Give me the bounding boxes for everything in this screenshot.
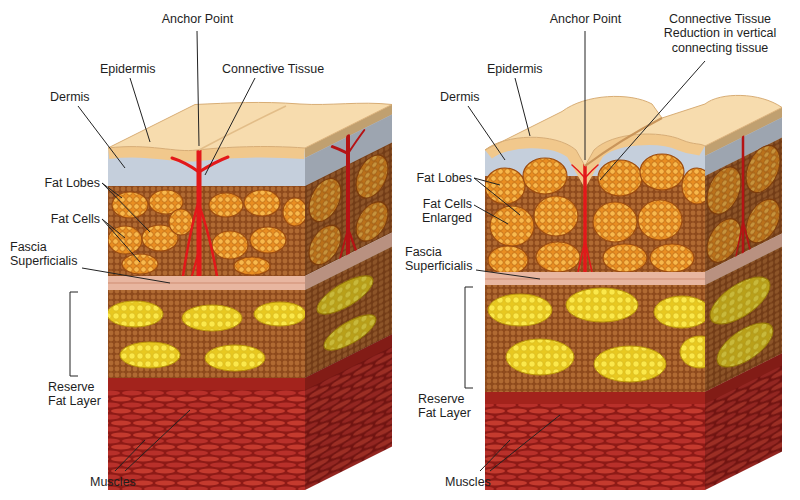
part-label: Fat Lobes	[395, 171, 472, 185]
part-label: Fascia Superficialis	[405, 245, 495, 274]
right-anchor-groove	[585, 118, 662, 166]
part-label: Fascia Superficialis	[10, 240, 100, 269]
leader-lines	[70, 31, 705, 471]
part-label: Muscles	[90, 475, 160, 489]
left-side-face	[305, 105, 392, 491]
part-label: Dermis	[440, 90, 500, 104]
right-skin-surface	[485, 95, 782, 166]
part-label: Fat Cells Enlarged	[395, 197, 472, 226]
part-label: Fat Cells	[20, 212, 100, 226]
part-label: Dermis	[50, 90, 110, 104]
part-label: Fat Lobes	[20, 176, 100, 190]
part-label: Reserve Fat Layer	[48, 380, 106, 409]
right-front-face	[480, 120, 720, 490]
part-label: Anchor Point	[140, 12, 255, 26]
left-front-face	[100, 130, 310, 490]
left-anchor-line	[199, 106, 286, 150]
part-label: Muscles	[445, 475, 515, 489]
part-label: Reserve Fat Layer	[418, 392, 476, 421]
part-label: Anchor Point	[528, 12, 643, 26]
right-side-face	[705, 108, 782, 491]
left-skin-surface	[108, 102, 392, 150]
part-label: Connective Tissue Reduction in vertical …	[655, 12, 785, 55]
part-label: Epidermis	[100, 62, 180, 76]
part-label: Epidermis	[487, 62, 567, 76]
part-label: Connective Tissue	[222, 62, 352, 76]
